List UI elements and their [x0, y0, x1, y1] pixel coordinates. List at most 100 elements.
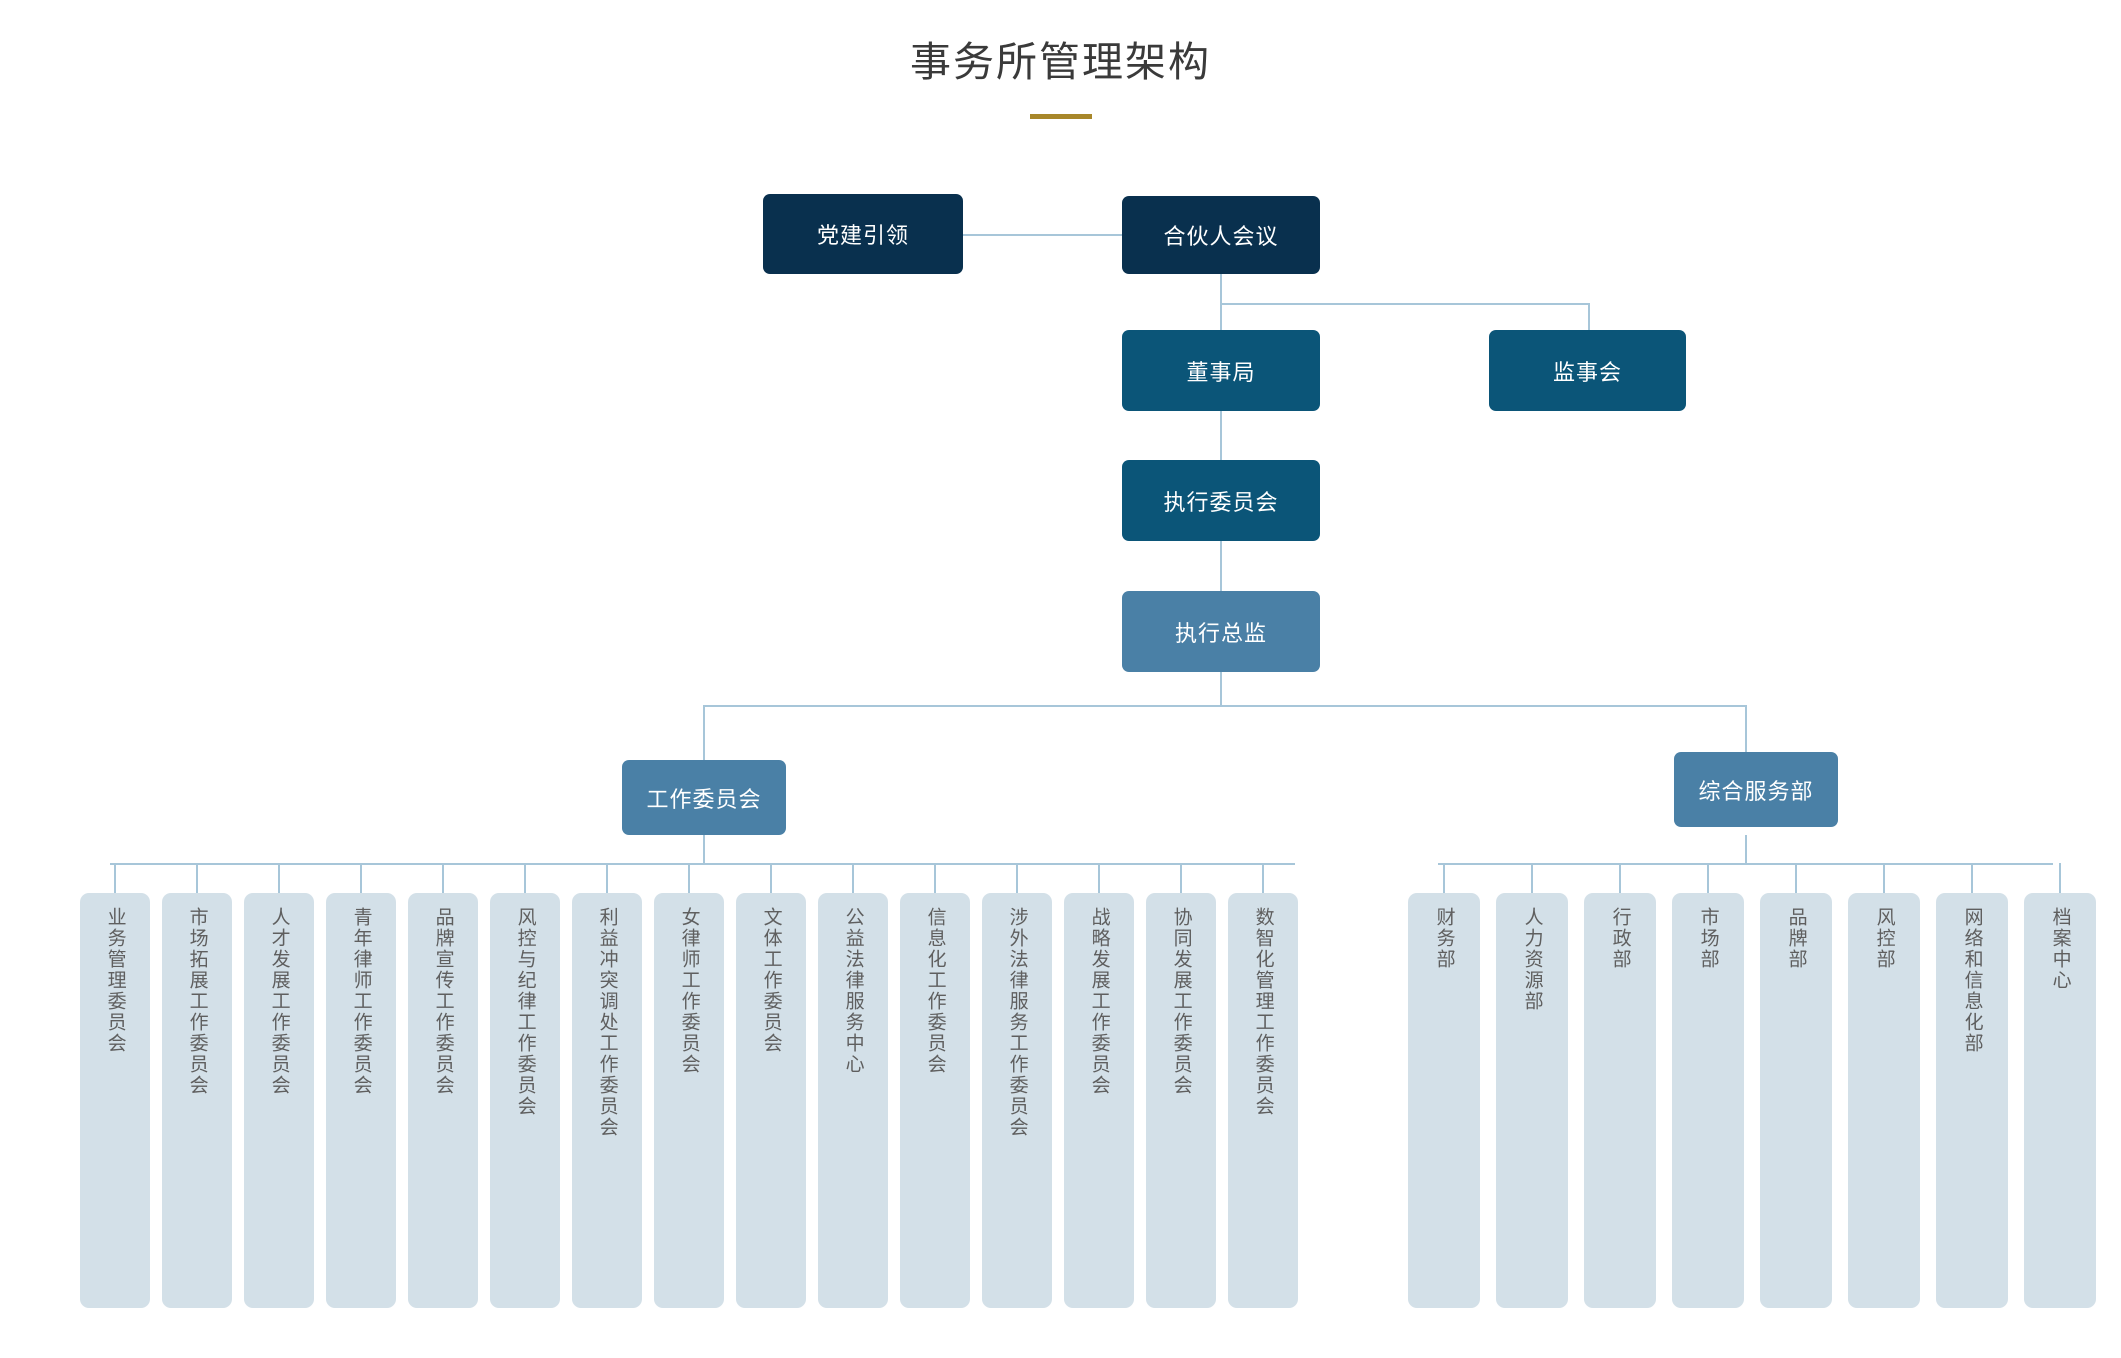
- work-committee-leaf-connector-6: [524, 863, 526, 893]
- work-committee-leaf-item[interactable]: 利益冲突调处工作委员会: [572, 893, 642, 1308]
- connector-director-stem: [1220, 672, 1222, 706]
- work-committee-leaf-connector-8: [688, 863, 690, 893]
- connector-bus-to-services: [1745, 705, 1747, 760]
- general-services-leaf-item[interactable]: 风控部: [1848, 893, 1920, 1308]
- connector-work-committee-stem: [703, 835, 705, 864]
- node-label: 合伙人会议: [1163, 224, 1279, 249]
- general-services-leaf-connector-8: [2059, 863, 2061, 893]
- node-label: 综合服务部: [1698, 778, 1814, 804]
- connector-bus-to-work-committee: [703, 705, 705, 760]
- work-committee-leaf-connector-14: [1180, 863, 1182, 893]
- node-general-services[interactable]: 综合服务部: [1674, 752, 1838, 827]
- general-services-leaf-item[interactable]: 财务部: [1408, 893, 1480, 1308]
- general-services-leaf-item[interactable]: 品牌部: [1760, 893, 1832, 1308]
- work-committee-leaf-connector-7: [606, 863, 608, 893]
- work-committee-leaf-connector-10: [852, 863, 854, 893]
- connector-partners-stem: [1220, 274, 1222, 304]
- title-accent-rule: [1029, 114, 1092, 119]
- leaf-label: 人才发展工作委员会: [268, 907, 290, 1096]
- work-committee-leaf-item[interactable]: 文体工作委员会: [736, 893, 806, 1308]
- work-committee-leaf-item[interactable]: 人才发展工作委员会: [244, 893, 314, 1308]
- work-committee-leaf-item[interactable]: 市场拓展工作委员会: [162, 893, 232, 1308]
- leaf-label: 风控与纪律工作委员会: [514, 907, 536, 1117]
- node-partners-meeting[interactable]: 合伙人会议: [1122, 196, 1320, 274]
- leaf-label: 青年律师工作委员会: [350, 907, 372, 1096]
- work-committee-leaf-connector-5: [442, 863, 444, 893]
- connector-partners-to-board: [1220, 303, 1222, 331]
- leaf-label: 数智化管理工作委员会: [1252, 907, 1274, 1117]
- work-committee-leaf-item[interactable]: 涉外法律服务工作委员会: [982, 893, 1052, 1308]
- page-title: 事务所管理架构: [910, 39, 1211, 85]
- work-committee-leaf-item[interactable]: 信息化工作委员会: [900, 893, 970, 1308]
- work-committee-leaf-item[interactable]: 女律师工作委员会: [654, 893, 724, 1308]
- work-committee-leaf-connector-1: [114, 863, 116, 893]
- leaf-label: 文体工作委员会: [760, 907, 782, 1054]
- work-committee-leaf-item[interactable]: 风控与纪律工作委员会: [490, 893, 560, 1308]
- connector-board-to-exec-committee: [1220, 411, 1222, 460]
- node-work-committee[interactable]: 工作委员会: [622, 760, 786, 835]
- leaf-label: 人力资源部: [1521, 907, 1543, 1012]
- leaf-label: 公益法律服务中心: [842, 907, 864, 1075]
- connector-services-stem: [1745, 835, 1747, 864]
- leaf-label: 品牌宣传工作委员会: [432, 907, 454, 1096]
- work-committee-leaf-item[interactable]: 青年律师工作委员会: [326, 893, 396, 1308]
- node-label: 党建引领: [816, 223, 909, 248]
- node-label: 董事局: [1186, 359, 1256, 385]
- leaf-label: 行政部: [1609, 907, 1631, 970]
- connector-exec-committee-to-director: [1220, 541, 1222, 591]
- leaf-label: 网络和信息化部: [1961, 907, 1983, 1054]
- connector-services-bus: [1438, 863, 2053, 865]
- work-committee-leaf-connector-11: [934, 863, 936, 893]
- general-services-leaf-item[interactable]: 网络和信息化部: [1936, 893, 2008, 1308]
- work-committee-leaf-item[interactable]: 数智化管理工作委员会: [1228, 893, 1298, 1308]
- general-services-leaf-item[interactable]: 人力资源部: [1496, 893, 1568, 1308]
- node-label: 工作委员会: [646, 786, 762, 812]
- node-executive-director[interactable]: 执行总监: [1122, 591, 1320, 672]
- leaf-label: 利益冲突调处工作委员会: [596, 907, 618, 1138]
- general-services-leaf-connector-2: [1531, 863, 1533, 893]
- leaf-label: 协同发展工作委员会: [1170, 907, 1192, 1096]
- general-services-leaf-connector-4: [1707, 863, 1709, 893]
- work-committee-leaf-item[interactable]: 业务管理委员会: [80, 893, 150, 1308]
- node-board-of-directors[interactable]: 董事局: [1122, 330, 1320, 411]
- node-label: 执行委员会: [1163, 489, 1279, 515]
- general-services-leaf-connector-5: [1795, 863, 1797, 893]
- general-services-leaf-connector-1: [1443, 863, 1445, 893]
- general-services-leaf-item[interactable]: 档案中心: [2024, 893, 2096, 1308]
- work-committee-leaf-item[interactable]: 品牌宣传工作委员会: [408, 893, 478, 1308]
- node-label: 监事会: [1552, 359, 1622, 385]
- leaf-label: 风控部: [1873, 907, 1895, 970]
- leaf-label: 信息化工作委员会: [924, 907, 946, 1075]
- leaf-label: 战略发展工作委员会: [1088, 907, 1110, 1096]
- node-party-leadership[interactable]: 党建引领: [763, 194, 963, 274]
- work-committee-leaf-item[interactable]: 公益法律服务中心: [818, 893, 888, 1308]
- work-committee-leaf-item[interactable]: 战略发展工作委员会: [1064, 893, 1134, 1308]
- general-services-leaf-connector-3: [1619, 863, 1621, 893]
- leaf-label: 涉外法律服务工作委员会: [1006, 907, 1028, 1138]
- connector-director-bus: [703, 705, 1747, 707]
- connector-work-committee-bus: [110, 863, 1295, 865]
- node-label: 执行总监: [1174, 620, 1267, 646]
- leaf-label: 档案中心: [2049, 907, 2071, 991]
- leaf-label: 财务部: [1433, 907, 1455, 970]
- work-committee-leaf-item[interactable]: 协同发展工作委员会: [1146, 893, 1216, 1308]
- work-committee-leaf-connector-9: [770, 863, 772, 893]
- leaf-label: 女律师工作委员会: [678, 907, 700, 1075]
- work-committee-leaf-connector-4: [360, 863, 362, 893]
- leaf-label: 业务管理委员会: [104, 907, 126, 1054]
- connector-partners-bus: [1220, 303, 1590, 305]
- work-committee-leaf-connector-2: [196, 863, 198, 893]
- general-services-leaf-item[interactable]: 市场部: [1672, 893, 1744, 1308]
- leaf-label: 市场部: [1697, 907, 1719, 970]
- work-committee-leaf-connector-12: [1016, 863, 1018, 893]
- general-services-leaf-connector-6: [1883, 863, 1885, 893]
- node-supervisory-board[interactable]: 监事会: [1489, 330, 1686, 411]
- work-committee-leaf-connector-13: [1098, 863, 1100, 893]
- node-executive-committee[interactable]: 执行委员会: [1122, 460, 1320, 541]
- connector-party-to-partners: [963, 234, 1122, 236]
- leaf-label: 市场拓展工作委员会: [186, 907, 208, 1096]
- connector-supervisor-drop: [1588, 303, 1590, 330]
- general-services-leaf-item[interactable]: 行政部: [1584, 893, 1656, 1308]
- work-committee-leaf-connector-15: [1262, 863, 1264, 893]
